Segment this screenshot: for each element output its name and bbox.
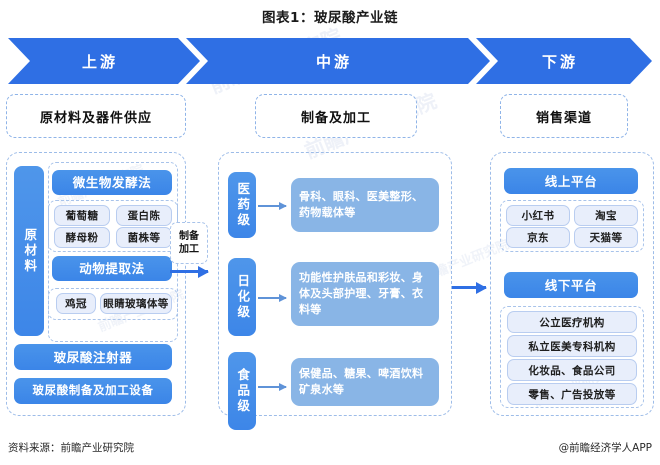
downstream-offline-items-group bbox=[500, 306, 644, 408]
material-pill-vitreous-body[interactable]: 眼睛玻璃体等 bbox=[100, 293, 172, 314]
offline-channel-public-medical[interactable]: 公立医疗机构 bbox=[507, 311, 637, 333]
upstream-raw-material-label: 原材料 bbox=[14, 166, 44, 336]
upstream-method-microbial-fermentation[interactable]: 微生物发酵法 bbox=[52, 170, 172, 195]
upstream-method-1-materials-group bbox=[48, 288, 178, 320]
material-pill-strain[interactable]: 菌株等 bbox=[116, 227, 172, 248]
arrow-grade-0-to-applications bbox=[258, 201, 287, 210]
page-title: 图表1：玻尿酸产业链 bbox=[262, 10, 398, 26]
brand-note: @前瞻经济学人APP bbox=[558, 442, 652, 454]
upstream-equipment-production-line[interactable]: 玻尿酸制备及加工设备 bbox=[14, 378, 172, 404]
connector-label-line2: 加工 bbox=[179, 244, 199, 255]
arrow-upstream-to-midstream bbox=[170, 265, 209, 278]
arrow-grade-1-to-applications bbox=[258, 293, 287, 302]
upstream-equipment-injector[interactable]: 玻尿酸注射器 bbox=[14, 344, 172, 370]
banner-segment-label: 中游 bbox=[315, 52, 352, 71]
upstream-method-animal-extraction[interactable]: 动物提取法 bbox=[52, 256, 172, 281]
arrow-grade-2-to-applications bbox=[258, 382, 287, 391]
banner-segment-midstream[interactable]: 中游 bbox=[186, 38, 490, 84]
banner-segment-upstream[interactable]: 上游 bbox=[8, 38, 200, 84]
material-pill-protein[interactable]: 蛋白陈 bbox=[116, 205, 172, 226]
material-pill-yeast-powder[interactable]: 酵母粉 bbox=[54, 227, 110, 248]
online-platform-tmall[interactable]: 天猫等 bbox=[574, 227, 638, 248]
connector-label-preparation-processing: 制备 加工 bbox=[170, 222, 208, 264]
value-chain-banner: 上游 中游 下游 bbox=[8, 38, 652, 84]
midstream-grade-food[interactable]: 食品级 bbox=[228, 352, 256, 430]
midstream-applications-pharmaceutical: 骨科、眼科、医美整形、药物载体等 bbox=[291, 178, 439, 232]
midstream-applications-daily-chemical: 功能性护肤品和彩妆、身体及头部护理、牙膏、衣料等 bbox=[291, 262, 439, 326]
source-note: 资料来源：前瞻产业研究院 bbox=[8, 442, 134, 454]
online-platform-jd[interactable]: 京东 bbox=[506, 227, 570, 248]
section-header-downstream: 销售渠道 bbox=[500, 94, 628, 138]
material-pill-cockscomb[interactable]: 鸡冠 bbox=[56, 293, 96, 314]
offline-channel-cosmetics-food[interactable]: 化妆品、食品公司 bbox=[507, 359, 637, 381]
online-platform-taobao[interactable]: 淘宝 bbox=[574, 205, 638, 226]
downstream-channel-offline[interactable]: 线下平台 bbox=[504, 272, 638, 298]
section-header-upstream: 原材料及器件供应 bbox=[6, 94, 186, 138]
banner-segment-label: 上游 bbox=[81, 52, 118, 71]
online-platform-xiaohongshu[interactable]: 小红书 bbox=[506, 205, 570, 226]
offline-channel-private-aesthetic[interactable]: 私立医美专科机构 bbox=[507, 335, 637, 357]
banner-segment-label: 下游 bbox=[541, 52, 578, 71]
midstream-grade-daily-chemical[interactable]: 日化级 bbox=[228, 258, 256, 336]
arrow-midstream-to-downstream bbox=[452, 281, 487, 294]
material-pill-glucose[interactable]: 葡萄糖 bbox=[54, 205, 110, 226]
midstream-grade-pharmaceutical[interactable]: 医药级 bbox=[228, 172, 256, 238]
downstream-container bbox=[490, 152, 654, 416]
downstream-online-items-group bbox=[500, 200, 644, 252]
midstream-applications-food: 保健品、糖果、啤酒饮料矿泉水等 bbox=[291, 358, 439, 406]
connector-label-line1: 制备 bbox=[179, 230, 199, 242]
midstream-container bbox=[218, 152, 452, 416]
upstream-container bbox=[6, 152, 186, 416]
offline-channel-retail-advertising[interactable]: 零售、广告投放等 bbox=[507, 383, 637, 405]
section-header-midstream: 制备及加工 bbox=[255, 94, 417, 138]
banner-segment-downstream[interactable]: 下游 bbox=[476, 38, 652, 84]
downstream-channel-online[interactable]: 线上平台 bbox=[504, 168, 638, 194]
